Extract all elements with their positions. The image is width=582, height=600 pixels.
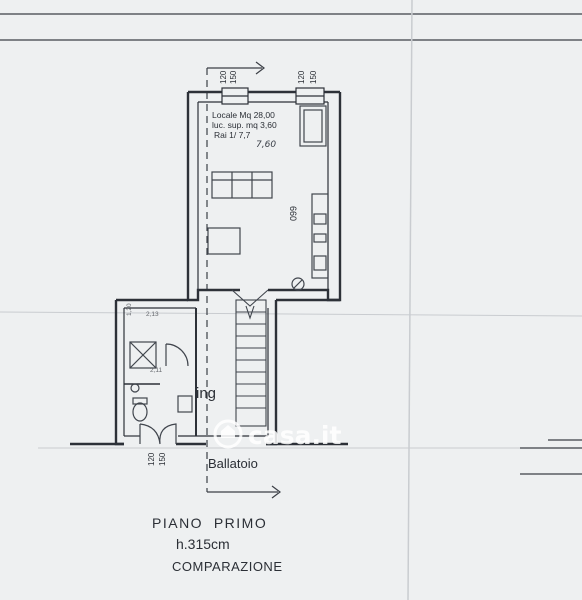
bath-door-icon [165,343,189,367]
ratio-label: Rai 1/ 7,7 [214,130,251,140]
light-surface-label: luc. sup. mq 3,60 [212,120,277,130]
bidet-icon [130,383,140,393]
toilet-icon [132,402,148,422]
shower-icon [129,341,157,369]
house-glyph-icon [221,425,235,438]
room-depth-dimension: 660 [288,206,298,221]
sofa-icon [211,171,273,199]
dimension-labels: 660 120 150 120 150 120 150 2,13 2,11 1,… [126,70,318,466]
sink-icon [291,277,305,291]
staircase [231,289,269,427]
section-line [206,61,281,499]
window-right-dim-b: 150 [309,70,318,84]
window-left-dim-b: 150 [229,70,238,84]
walls [70,90,348,446]
bathroom-sink-icon [177,395,193,413]
ceiling-height: h.315cm [176,536,230,552]
door-bottom-dim-b: 150 [158,452,167,466]
entrance-door-icon [139,423,177,445]
bath-mid-dimension: 2,11 [150,367,163,374]
casa-logo-icon [213,419,243,449]
window-top-right [295,87,325,105]
room-area-label: Locale Mq 28,00 [212,110,275,120]
floor-title: PIANO PRIMO [152,515,267,531]
room-info: Locale Mq 28,00 luc. sup. mq 3,60 Rai 1/… [212,110,277,150]
door-bottom-dim-a: 120 [147,452,156,466]
bath-top-dimension: 2,13 [146,311,159,318]
furniture [129,105,329,445]
comparison-label: COMPARAZIONE [172,559,283,574]
armchair-icon [299,105,327,147]
handwritten-note: 7,60 [256,140,276,150]
watermark: casa.it [213,419,342,450]
entrance-label: ing [196,385,216,402]
window-right-dim-a: 120 [297,70,306,84]
window-top-left [221,87,249,105]
ballatoio-label: Ballatoio [208,456,258,471]
bath-side-dimension: 1,20 [126,303,133,316]
title-block: PIANO PRIMO h.315cm COMPARAZIONE [152,515,283,574]
window-left-dim-a: 120 [219,70,228,84]
watermark-text: casa.it [248,421,342,450]
table-icon [207,227,241,255]
kitchen-counter-icon [311,193,329,279]
